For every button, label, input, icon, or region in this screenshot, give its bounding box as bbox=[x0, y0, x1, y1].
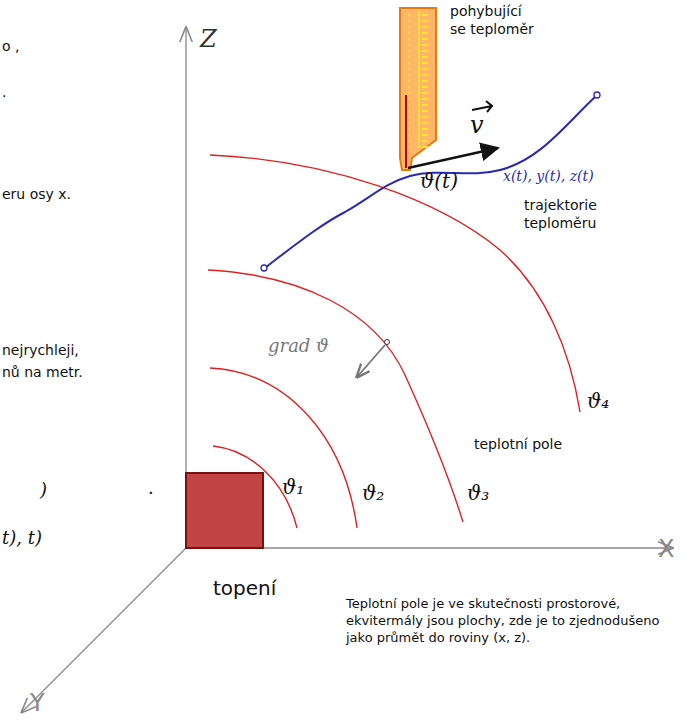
trajectory-end bbox=[594, 92, 600, 98]
trajectory-label: trajektorie teploměru bbox=[524, 196, 624, 232]
vector-mark bbox=[472, 101, 492, 112]
isotherm-label: ϑ₂ bbox=[362, 482, 384, 505]
isotherm-label: ϑ₄ bbox=[587, 390, 609, 413]
thermometer-label: pohybující se teploměr bbox=[450, 2, 540, 38]
note-text: Teplotní pole je ve skutečnosti prostoro… bbox=[346, 596, 678, 647]
velocity-label: v bbox=[470, 112, 484, 140]
gradient-point bbox=[385, 340, 390, 345]
isotherm-label: ϑ₃ bbox=[467, 482, 489, 505]
fragment-text: t), t) bbox=[2, 528, 42, 549]
heater-label: topení bbox=[213, 577, 276, 600]
coordinates-label: x(t), y(t), z(t) bbox=[503, 168, 594, 184]
trajectory-start bbox=[261, 265, 267, 271]
fragment-text: . bbox=[2, 84, 6, 100]
gradient-label: grad ϑ bbox=[268, 336, 329, 357]
fragment-text: eru osy x. bbox=[2, 186, 71, 202]
fragment-text: ) bbox=[40, 480, 47, 501]
axis-label: X bbox=[658, 536, 674, 564]
gradient-arrow bbox=[357, 345, 385, 377]
thermometer bbox=[400, 8, 436, 170]
fragment-text: nejrychleji, bbox=[2, 342, 79, 358]
fragment-text: nů na metr. bbox=[2, 364, 83, 380]
velocity-arrow bbox=[408, 148, 498, 168]
axis-label: Y bbox=[30, 690, 45, 718]
fragment-text: . bbox=[148, 478, 154, 499]
field-label: teplotní pole bbox=[474, 436, 562, 452]
fragment-text: o , bbox=[2, 38, 19, 54]
isotherm-label: ϑ₁ bbox=[282, 476, 304, 499]
heater-box: topení bbox=[185, 472, 264, 549]
axis-label: Z bbox=[200, 26, 217, 54]
temperature-label: ϑ(t) bbox=[420, 170, 458, 193]
